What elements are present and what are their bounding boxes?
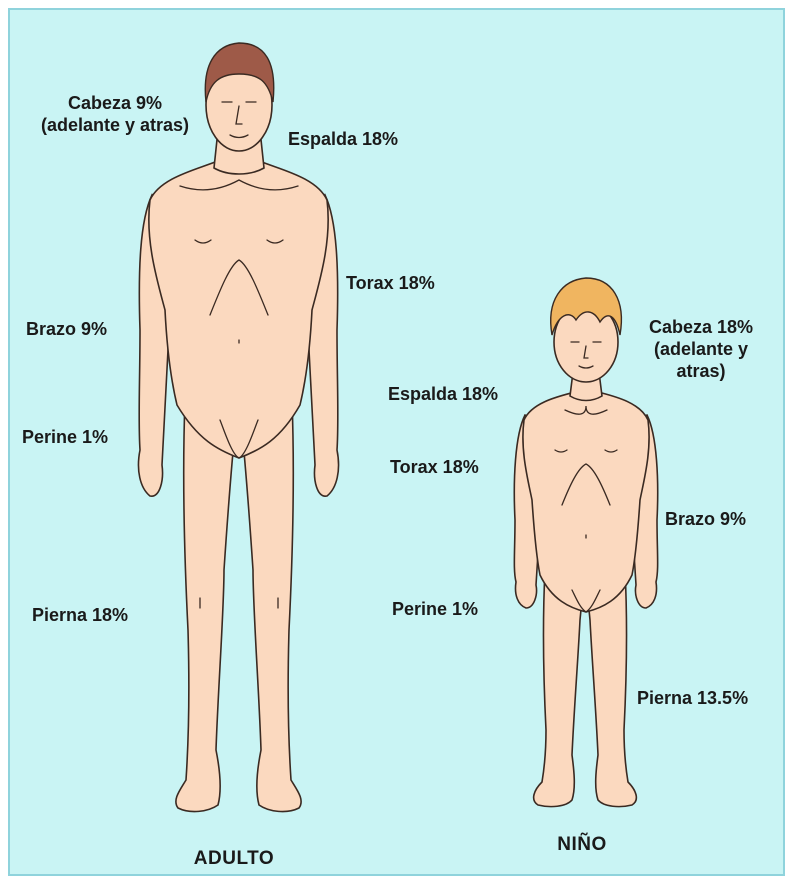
- child-head-label-line3: atras): [626, 360, 776, 382]
- child-torso-label: Torax 18%: [390, 456, 479, 478]
- adult-perineum-label: Perine 1%: [22, 426, 108, 448]
- adult-back-label: Espalda 18%: [288, 128, 398, 150]
- child-torso: [523, 392, 649, 612]
- adult-head-label-line1: Cabeza 9%: [15, 92, 215, 114]
- adult-arm-label: Brazo 9%: [26, 318, 107, 340]
- child-perineum-label: Perine 1%: [392, 598, 478, 620]
- child-leg-label: Pierna 13.5%: [637, 687, 748, 709]
- diagram-panel: Cabeza 9% (adelante y atras) Espalda 18%…: [8, 8, 785, 876]
- adult-caption: ADULTO: [174, 848, 294, 870]
- adult-leg-label: Pierna 18%: [32, 604, 128, 626]
- child-head-label-line1: Cabeza 18%: [626, 316, 776, 338]
- adult-torso-label: Torax 18%: [346, 272, 435, 294]
- child-arm-label: Brazo 9%: [665, 508, 746, 530]
- adult-head-label: Cabeza 9% (adelante y atras): [15, 92, 215, 136]
- child-head-label: Cabeza 18% (adelante y atras): [626, 316, 776, 382]
- adult-head-label-line2: (adelante y atras): [15, 114, 215, 136]
- child-caption: NIÑO: [522, 834, 642, 856]
- child-back-label: Espalda 18%: [388, 383, 498, 405]
- child-head-label-line2: (adelante y: [626, 338, 776, 360]
